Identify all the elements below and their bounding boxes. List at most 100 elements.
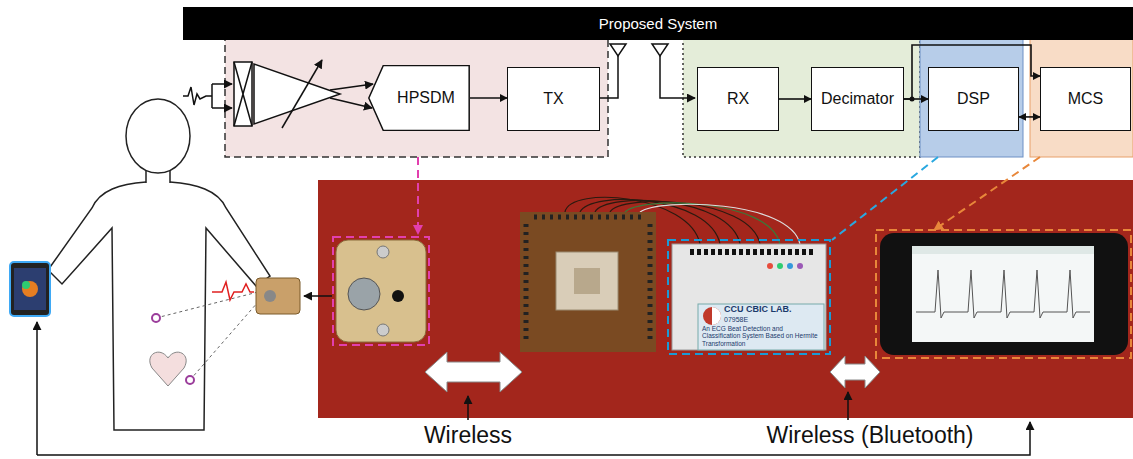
pcb-board-photo <box>777 263 783 269</box>
sensor-board-photo <box>348 278 380 310</box>
pcb-board-photo <box>767 263 773 269</box>
region-shading <box>225 38 608 157</box>
box-label: DSP <box>957 90 990 108</box>
pcb-board-photo <box>668 240 830 354</box>
box-label: Proposed System <box>599 15 717 32</box>
phone-photo <box>912 246 1094 342</box>
front-end-symbols <box>211 84 213 108</box>
junction-dot <box>910 97 915 102</box>
wireless-arrow <box>425 352 880 392</box>
leader-line <box>418 157 1040 240</box>
person-illustration <box>150 352 186 386</box>
sensor-board-photo <box>333 237 429 345</box>
pcb-board-photo <box>698 304 824 350</box>
sensor-board-photo <box>336 240 426 342</box>
photo-panel <box>318 180 1133 418</box>
antenna-symbol <box>600 56 618 98</box>
sensor-board-photo <box>392 290 404 302</box>
front-end-symbols <box>254 64 340 124</box>
wireless-arrow <box>830 356 880 388</box>
chip-board-photo <box>520 212 656 352</box>
leader-line <box>417 157 419 234</box>
board-label: CCU CBIC LAB. <box>724 305 824 315</box>
process-box: MCS <box>1040 67 1131 131</box>
person-illustration <box>14 268 46 310</box>
front-end-symbols <box>234 62 252 126</box>
board-label: 07958E <box>724 316 824 324</box>
person-illustration <box>126 99 190 173</box>
pcb-board-photo <box>703 307 721 325</box>
pcb-board-photo <box>672 244 826 350</box>
sensor-board-photo <box>377 246 389 258</box>
pointer-line <box>304 295 332 297</box>
antenna-symbol <box>610 44 626 56</box>
board-label: An ECG Beat Detection and Classification… <box>702 325 822 347</box>
person-illustration <box>152 314 160 322</box>
person-illustration <box>156 292 258 380</box>
pcb-board-photo <box>690 249 815 255</box>
photo-panel <box>318 180 1133 418</box>
chip-board-photo <box>524 224 529 342</box>
person-illustration <box>264 290 276 302</box>
link-label: Wireless (Bluetooth) <box>758 422 982 448</box>
person-illustration <box>22 281 30 289</box>
pointer-line <box>467 396 469 420</box>
header-band: Proposed System <box>183 7 1133 40</box>
person-illustration <box>10 262 50 316</box>
connector <box>779 98 811 100</box>
front-end-symbols <box>282 60 322 128</box>
box-label: TX <box>543 90 563 108</box>
antenna-symbol <box>652 44 668 56</box>
connector <box>470 97 507 99</box>
wireless-arrow <box>425 352 522 392</box>
link-label: Wireless <box>410 422 526 448</box>
box-label: RX <box>727 90 749 108</box>
person-illustration <box>212 282 254 300</box>
leader-line <box>832 157 938 240</box>
chip-board-photo <box>640 204 800 244</box>
front-end-symbols <box>183 60 373 128</box>
front-end-symbols <box>212 107 232 109</box>
front-end-symbols <box>330 98 372 108</box>
front-end-symbols <box>183 87 212 105</box>
phone-photo <box>916 270 1090 318</box>
person-illustration <box>22 281 38 297</box>
region-shading <box>920 38 1023 157</box>
pointer-line <box>36 322 38 455</box>
phone-photo <box>876 230 1131 358</box>
front-end-symbols <box>234 62 252 126</box>
phone-photo <box>912 246 1094 254</box>
chip-board-photo <box>648 224 653 342</box>
box-label: MCS <box>1068 90 1104 108</box>
pcb-board-photo <box>668 240 830 354</box>
adc-block: HPSDM <box>368 65 470 131</box>
person-illustration <box>10 99 300 430</box>
front-end-symbols <box>212 83 232 85</box>
chip-board-photo <box>534 215 644 220</box>
process-box: Decimator <box>811 67 904 131</box>
pointer-line <box>847 392 849 420</box>
antenna-symbol <box>600 44 695 98</box>
chip-board-photo <box>556 252 618 310</box>
process-box: RX <box>697 67 779 131</box>
process-box: DSP <box>928 67 1019 131</box>
region-shading <box>683 38 920 157</box>
phone-photo <box>880 233 1128 355</box>
connector <box>1019 116 1040 118</box>
sensor-board-photo <box>377 324 389 336</box>
region-shading <box>1030 38 1133 157</box>
leader-line <box>934 157 1040 230</box>
region-shading <box>225 38 1133 157</box>
process-box: TX <box>507 67 600 131</box>
pcb-board-photo <box>797 263 803 269</box>
adc-outline <box>369 66 469 131</box>
box-label: HPSDM <box>397 89 455 107</box>
chip-board-photo <box>574 268 600 294</box>
antenna-symbol <box>660 56 695 98</box>
pcb-board-photo <box>787 263 793 269</box>
person-illustration <box>186 376 194 384</box>
pcb-board-photo <box>712 307 721 325</box>
